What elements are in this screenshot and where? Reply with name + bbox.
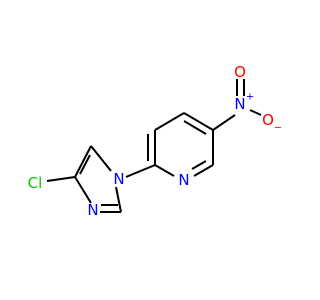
bond-py-c3-c4 bbox=[154, 112, 185, 131]
bond-c5-nitro bbox=[212, 114, 236, 131]
bond-nitro-o-right bbox=[249, 109, 262, 116]
bond-py-c4-c5 bbox=[183, 112, 214, 131]
atom-n-pyridine: N bbox=[178, 171, 189, 189]
atom-n-imidazole-3: N bbox=[87, 201, 98, 219]
bond-c5-c4-double bbox=[79, 154, 91, 175]
bond-py-c6-n-double bbox=[191, 160, 207, 170]
bond-py-c4-c5-double bbox=[183, 120, 207, 135]
bond-c2-n1 bbox=[115, 186, 122, 213]
atom-o-right: O bbox=[262, 111, 274, 129]
bond-py-c6-n bbox=[193, 164, 214, 177]
bond-c4-n3 bbox=[74, 176, 92, 204]
bond-py-n-c2 bbox=[154, 164, 175, 177]
bond-c5-c4 bbox=[74, 145, 92, 178]
structure-canvas: Cl N N N N + O O − bbox=[27, 63, 283, 219]
charge-plus: + bbox=[246, 92, 254, 103]
bond-n1-c5 bbox=[90, 145, 112, 172]
atom-cl: Cl bbox=[28, 174, 43, 192]
atom-n-nitro: N bbox=[234, 95, 245, 113]
atom-o-top: O bbox=[234, 63, 246, 81]
bond-c4-cl bbox=[46, 176, 76, 182]
bond-n1-pyridine bbox=[125, 164, 156, 178]
atom-n-imidazole-1: N bbox=[113, 170, 124, 188]
charge-minus: − bbox=[274, 123, 282, 134]
molecule-diagram: Cl N N N N + O O − bbox=[28, 63, 283, 219]
